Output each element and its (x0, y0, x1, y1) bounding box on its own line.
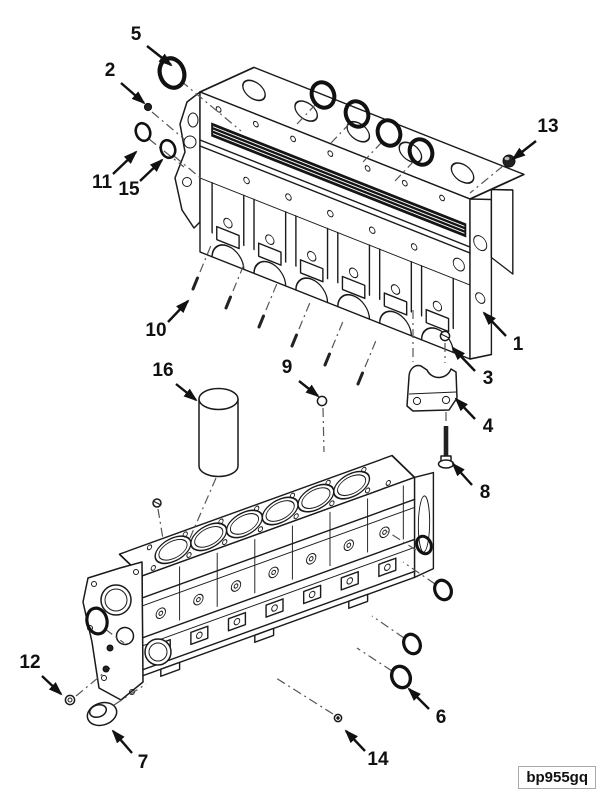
upper-cylinder-block-illustration (174, 66, 525, 360)
o-ring (85, 606, 109, 636)
callout-label: 8 (480, 482, 491, 503)
o-ring (157, 56, 187, 90)
callout-arrow (451, 462, 473, 486)
callout-label: 14 (367, 749, 389, 770)
callout-arrow (167, 299, 190, 323)
o-ring (402, 632, 422, 656)
callout-label: 2 (105, 60, 116, 81)
cylinder-bores-group (154, 470, 371, 565)
callout-label: 1 (513, 334, 524, 355)
callout-arrow (298, 380, 320, 398)
lower-block-ribs (179, 485, 404, 621)
callout-arrow (146, 45, 173, 67)
o-ring (159, 138, 177, 160)
small-plug (106, 644, 114, 652)
o-ring (407, 137, 435, 167)
dowel-pin (323, 352, 331, 367)
o-ring (134, 121, 152, 143)
callout-arrow (41, 675, 63, 696)
figure-code-badge: bp955gq (518, 766, 596, 789)
callout-label: 12 (19, 652, 40, 673)
callout-label: 6 (436, 707, 447, 728)
dowel-pin (290, 333, 298, 348)
callout-label: 7 (138, 752, 149, 773)
upper-leader-lines-group (148, 80, 504, 424)
mounting-bolt-illustration (437, 426, 455, 469)
callout-label: 10 (145, 320, 166, 341)
callout-arrow (139, 158, 164, 182)
bracket-capscrew-illustration (439, 330, 451, 342)
callout-label: 16 (152, 360, 173, 381)
cup-plug (316, 395, 328, 407)
callout-arrow (111, 729, 133, 754)
lower-cylinder-block-illustration (82, 454, 435, 701)
head-bolt-holes (146, 466, 391, 571)
callout-arrow (482, 311, 507, 337)
callout-label: 13 (537, 116, 558, 137)
callout-arrow (175, 383, 198, 402)
support-bracket-illustration (406, 364, 458, 412)
callout-label: 9 (282, 357, 293, 378)
skirt-feet (160, 593, 369, 677)
callout-arrow (511, 140, 537, 161)
callout-arrow (454, 397, 476, 420)
o-ring (309, 80, 337, 110)
cylinder-liner-illustration (198, 387, 239, 478)
callout-label: 5 (131, 24, 142, 45)
dowel-pin (257, 314, 265, 329)
cam-follower-bores (155, 526, 390, 620)
callout-label: 15 (118, 179, 140, 200)
lower-leader-lines-group (75, 407, 436, 715)
callout-arrow (112, 150, 138, 175)
o-ring (433, 578, 453, 602)
upper-block-rear-face (469, 198, 493, 360)
callout-label: 4 (483, 416, 494, 437)
callout-arrow (120, 82, 146, 105)
dowel-pin (191, 276, 199, 291)
lower-seals-group (64, 395, 453, 727)
small-plug (102, 665, 110, 673)
expansion-plug (502, 154, 516, 168)
upper-block-bolt-holes (215, 106, 445, 202)
o-ring (415, 534, 433, 556)
pipe-plug (143, 102, 153, 112)
callout-arrow (451, 346, 476, 372)
callout-arrow (407, 687, 430, 710)
hex-plug (64, 694, 76, 706)
o-ring (375, 118, 403, 148)
dowel-pin (356, 371, 364, 386)
dowel-pin (224, 295, 232, 310)
callout-label: 11 (92, 172, 113, 193)
upper-block-main-bearing-saddles (211, 181, 454, 354)
o-ring (343, 99, 371, 129)
camshaft-bushing-illustration (86, 701, 118, 727)
callout-arrow (344, 729, 366, 752)
cylinder-bore (333, 470, 371, 500)
o-ring (389, 664, 413, 690)
lower-block-flywheel-face (413, 471, 435, 579)
callout-label: 3 (483, 368, 494, 389)
upper-block-front-flange (174, 91, 201, 229)
dowel-pins-group (191, 242, 378, 386)
